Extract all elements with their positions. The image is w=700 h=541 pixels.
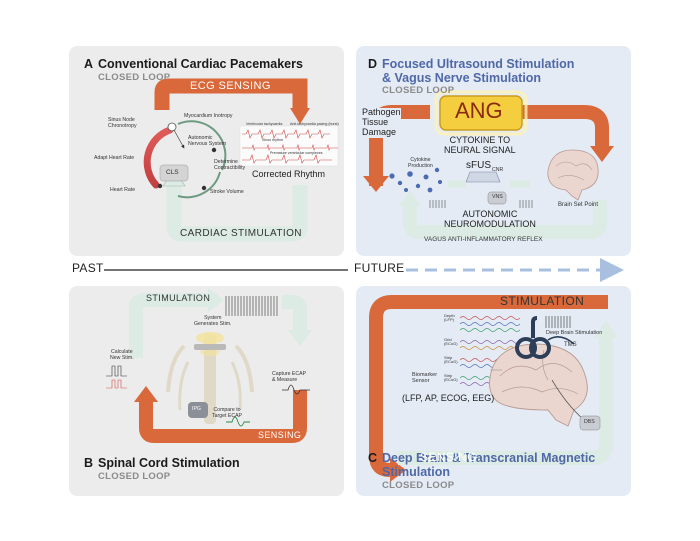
- label-determine: Determine Contractibility: [214, 159, 246, 171]
- panel-c-subtitle: CLOSED LOOP: [382, 480, 455, 491]
- timeline-future: FUTURE: [354, 261, 405, 275]
- label-dbs: Deep Brain Stimulation: [546, 330, 603, 336]
- panel-d-letter: D: [368, 57, 378, 71]
- label-compare-ecap: Compare to Target ECAP: [212, 407, 242, 419]
- panel-b-letter: B: [84, 456, 94, 470]
- label-ipg: IPG: [192, 406, 201, 412]
- label-autonomic: AUTONOMIC NEUROMODULATION: [444, 209, 536, 229]
- panel-a-title: Conventional Cardiac Pacemakers: [98, 57, 303, 71]
- channel-depth: Depth (LFP): [444, 313, 455, 323]
- label-reflex: VAGUS ANTI-INFLAMMATORY REFLEX: [424, 236, 543, 243]
- label-calculate: Calculate New Stim.: [110, 349, 134, 361]
- label-biomarker: Biomarker Sensor: [412, 372, 438, 385]
- channel-grid: Grid (ECoG): [444, 337, 458, 347]
- panel-a-graphics: [143, 78, 339, 242]
- panel-a-subtitle: CLOSED LOOP: [98, 72, 171, 83]
- panel-b-banner-top: STIMULATION: [146, 293, 211, 303]
- panel-b-title: Spinal Cord Stimulation: [98, 456, 240, 470]
- label-brain-set-point: Brain Set Point: [558, 202, 599, 208]
- panel-a-banner-bottom: CARDIAC STIMULATION: [180, 228, 302, 239]
- label-myocardium: Myocardium Inotropy: [184, 113, 233, 119]
- panel-c-banner-bottom: SENSING: [420, 450, 477, 464]
- panel-a-banner-top: ECG SENSING: [190, 80, 271, 92]
- label-sfus: sFUS: [466, 160, 491, 171]
- channel-strip-1: Strip (ECoG): [444, 355, 458, 365]
- panel-c-banner-top: STIMULATION: [500, 294, 585, 308]
- panel-b-banner-bottom: SENSING: [258, 430, 302, 440]
- label-stroke-volume: Stroke Volume: [210, 189, 244, 195]
- label-cls: CLS: [166, 169, 179, 176]
- label-corrected-rhythm: Corrected Rhythm: [252, 169, 326, 179]
- label-signals: (LFP, AP, ECOG, EEG): [402, 393, 495, 403]
- label-heart-rate: Heart Rate: [110, 187, 136, 193]
- ecg-label-4: Premature ventricular complexes: [270, 151, 323, 155]
- label-cytokine-signal: CYTOKINE TO NEURAL SIGNAL: [444, 135, 516, 155]
- panel-b-graphics: [106, 288, 312, 443]
- panel-c-graphics: [369, 295, 618, 482]
- ang-badge: ANG: [455, 98, 503, 123]
- label-cnr: CNR: [492, 167, 504, 173]
- ecg-label-1: Ventricular tachycardia: [246, 122, 283, 126]
- label-system-generates: System Generates Stim.: [194, 315, 232, 327]
- panel-c-title-2: Stimulation: [382, 465, 451, 479]
- label-capture-ecap: Capture ECAP & Measure: [272, 371, 307, 383]
- label-cytokine-production: Cytokine Production: [408, 157, 433, 169]
- panel-c-letter: C: [368, 451, 378, 465]
- label-ans: Autonomic Nervous System: [188, 135, 227, 147]
- panel-d-title-1: Focused Ultrasound Stimulation: [382, 57, 575, 71]
- label-adapt-hr: Adapt Heart Rate: [94, 155, 135, 161]
- ecg-label-3: Sinus rhythm: [262, 138, 283, 142]
- panel-c-title-1: Deep Brain & Transcranial Magnetic: [382, 451, 596, 465]
- panel-d: [356, 46, 631, 256]
- label-vns: VNS: [492, 194, 503, 200]
- timeline-past: PAST: [72, 261, 104, 275]
- panel-a-letter: A: [84, 57, 94, 71]
- panel-d-title-2: & Vagus Nerve Stimulation: [382, 71, 542, 85]
- panel-b-subtitle: CLOSED LOOP: [98, 471, 171, 482]
- label-dbs-box: DBS: [584, 419, 595, 425]
- label-pathogen: Pathogen Tissue Damage: [362, 107, 401, 138]
- channel-strip-2: Strip (ECoG): [444, 373, 458, 383]
- ecg-label-2: Anti-tachycardia pacing (burst): [290, 122, 339, 126]
- label-sinus-node: Sinus Node Chronotropy: [108, 117, 137, 129]
- label-tms: TMS: [564, 342, 577, 348]
- panel-d-subtitle: CLOSED LOOP: [382, 85, 455, 96]
